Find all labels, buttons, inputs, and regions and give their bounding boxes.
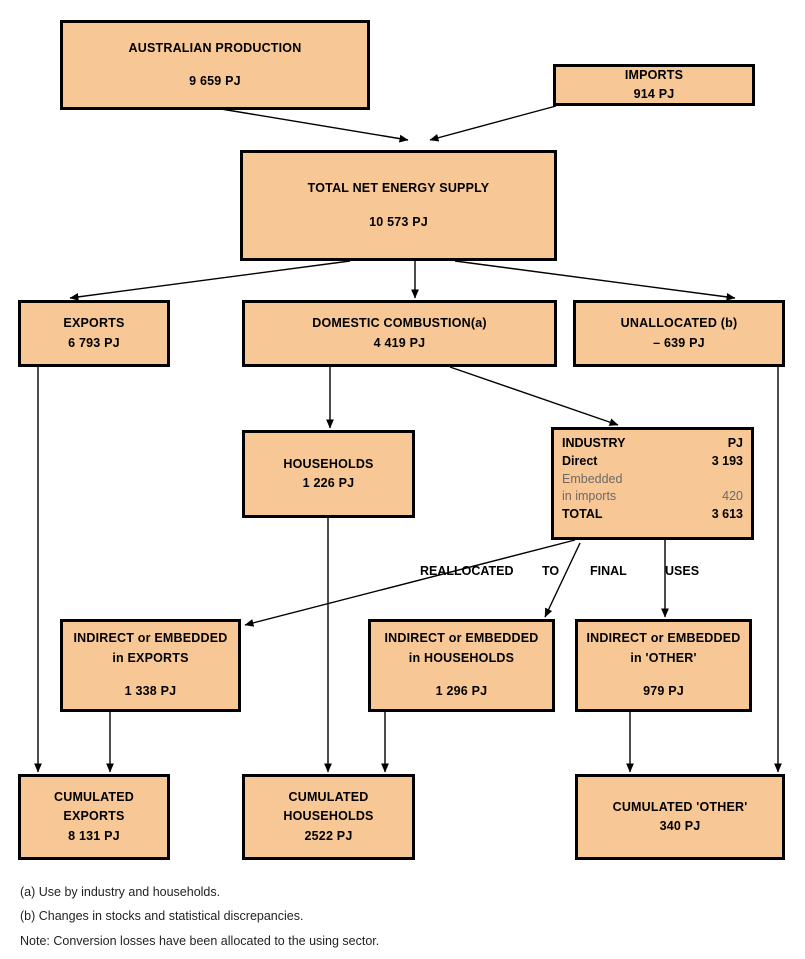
cumulated-other-value: 340 PJ — [659, 819, 701, 833]
industry-total-label: TOTAL — [562, 507, 603, 521]
industry-title: INDUSTRY — [562, 436, 626, 450]
indirect-exports-label-line1: INDIRECT or EMBEDDED — [73, 631, 228, 646]
industry-direct-label: Direct — [562, 453, 598, 468]
domestic-combustion-label: DOMESTIC COMBUSTION(a) — [312, 316, 487, 331]
industry-in-imports-label: in imports — [562, 489, 617, 504]
industry-in-imports-value: 420 — [722, 489, 743, 504]
footnote-a: (a) Use by industry and households. — [20, 885, 221, 899]
footnotes: (a) Use by industry and households. (b) … — [20, 880, 780, 953]
cumulated-exports-label-line1: CUMULATED — [53, 789, 135, 804]
cumulated-households-label-line1: CUMULATED — [288, 789, 369, 804]
cumulated-exports-value: 8 131 PJ — [68, 828, 120, 843]
industry-row-in-imports: in imports 420 — [562, 488, 743, 506]
indirect-households-value: 1 296 PJ — [435, 684, 488, 699]
total-net-energy-supply-value: 10 573 PJ — [369, 214, 428, 229]
imports-value: 914 PJ — [633, 87, 675, 101]
cumulated-other-label-line1: CUMULATED 'OTHER' — [612, 799, 748, 814]
node-domestic-combustion: DOMESTIC COMBUSTION(a) 4 419 PJ — [242, 300, 557, 367]
industry-row-total: TOTAL 3 613 — [562, 506, 743, 524]
cumulated-households-label-line2: HOUSEHOLDS — [283, 809, 374, 824]
indirect-other-label-line2: in 'OTHER' — [630, 650, 697, 665]
australian-production-value: 9 659 PJ — [189, 74, 241, 88]
node-cumulated-exports: CUMULATED EXPORTS 8 131 PJ — [18, 774, 170, 860]
industry-row-header: INDUSTRY PJ — [562, 435, 743, 453]
band-label-reallocated: REALLOCATED — [420, 564, 514, 578]
indirect-other-value: 979 PJ — [643, 684, 684, 699]
indirect-households-label-line1: INDIRECT or EMBEDDED — [384, 631, 539, 646]
industry-total-value: 3 613 — [711, 507, 743, 521]
exports-value: 6 793 PJ — [68, 335, 120, 350]
unallocated-value: – 639 PJ — [653, 335, 705, 350]
cumulated-exports-label-line2: EXPORTS — [63, 809, 125, 824]
imports-label: IMPORTS — [624, 67, 684, 82]
node-indirect-exports: INDIRECT or EMBEDDED in EXPORTS 1 338 PJ — [60, 619, 241, 712]
node-indirect-households: INDIRECT or EMBEDDED in HOUSEHOLDS 1 296… — [368, 619, 555, 712]
industry-direct-value: 3 193 — [711, 453, 743, 468]
band-label-final: FINAL — [590, 564, 627, 578]
node-unallocated: UNALLOCATED (b) – 639 PJ — [573, 300, 785, 367]
node-imports: IMPORTS 914 PJ — [553, 64, 755, 106]
indirect-other-label-line1: INDIRECT or EMBEDDED — [586, 631, 741, 646]
industry-embedded-label: Embedded — [562, 471, 623, 486]
households-label: HOUSEHOLDS — [283, 456, 374, 471]
domestic-combustion-value: 4 419 PJ — [373, 335, 426, 350]
cumulated-households-value: 2522 PJ — [304, 828, 353, 843]
node-cumulated-other: CUMULATED 'OTHER' 340 PJ — [575, 774, 785, 860]
band-label-uses: USES — [665, 564, 700, 578]
australian-production-label: AUSTRALIAN PRODUCTION — [128, 40, 302, 55]
industry-row-direct: Direct 3 193 — [562, 453, 743, 471]
node-exports: EXPORTS 6 793 PJ — [18, 300, 170, 367]
node-total-net-energy-supply: TOTAL NET ENERGY SUPPLY 10 573 PJ — [240, 150, 557, 261]
indirect-households-label-line2: in HOUSEHOLDS — [408, 650, 515, 665]
indirect-exports-label-line2: in EXPORTS — [112, 650, 189, 665]
node-australian-production: AUSTRALIAN PRODUCTION 9 659 PJ — [60, 20, 370, 110]
node-cumulated-households: CUMULATED HOUSEHOLDS 2522 PJ — [242, 774, 415, 860]
exports-label: EXPORTS — [63, 316, 125, 331]
industry-unit-header: PJ — [727, 436, 743, 450]
households-value: 1 226 PJ — [302, 476, 355, 490]
unallocated-label: UNALLOCATED (b) — [620, 316, 738, 331]
industry-row-embedded: Embedded — [562, 471, 743, 489]
footnote-b: (b) Changes in stocks and statistical di… — [20, 909, 304, 924]
node-industry-table: INDUSTRY PJ Direct 3 193 Embedded in imp… — [551, 427, 754, 540]
node-indirect-other: INDIRECT or EMBEDDED in 'OTHER' 979 PJ — [575, 619, 752, 712]
indirect-exports-value: 1 338 PJ — [124, 684, 177, 699]
footnote-note: Note: Conversion losses have been alloca… — [20, 933, 380, 948]
band-label-to: TO — [542, 564, 560, 578]
node-households: HOUSEHOLDS 1 226 PJ — [242, 430, 415, 518]
total-net-energy-supply-label: TOTAL NET ENERGY SUPPLY — [307, 181, 490, 196]
